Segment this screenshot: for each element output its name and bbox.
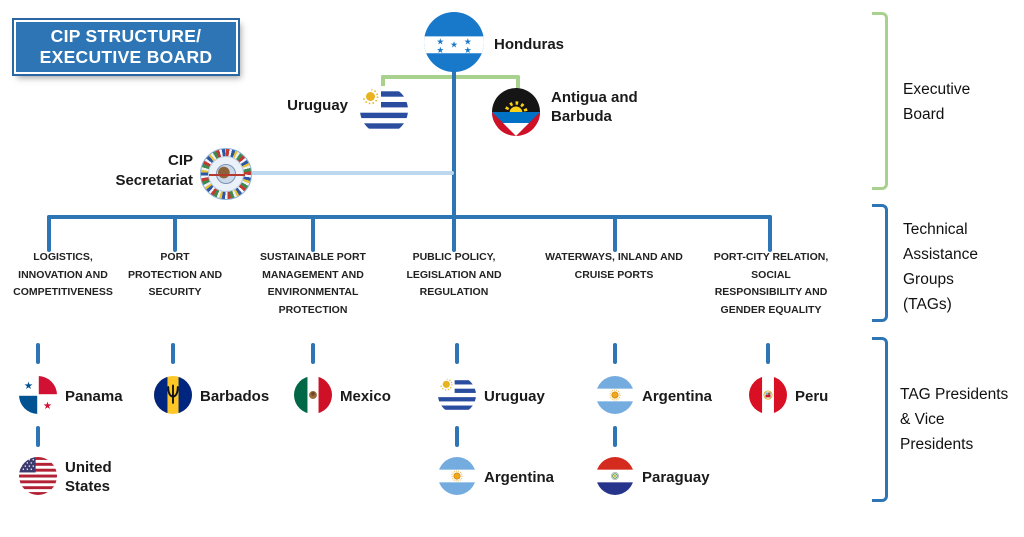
vice-label-argentina: Argentina (484, 469, 555, 486)
tag-rail-line (47, 215, 772, 219)
exec-branch-stub-right (516, 75, 520, 89)
mexico-flag-icon (294, 376, 332, 414)
tag-group-protection: PORT PROTECTION AND SECURITY (127, 251, 223, 298)
president-tick-1 (36, 343, 40, 364)
tag-drop-1 (47, 215, 51, 252)
tag-group-policy: PUBLIC POLICY, LEGISLATION AND REGULATIO… (406, 251, 502, 298)
tag-group-port-city: PORT-CITY RELATION, SOCIAL RESPONSIBILIT… (713, 251, 829, 316)
peru-flag-icon (749, 376, 787, 414)
main-trunk-line (452, 70, 456, 218)
tag-drop-3 (311, 215, 315, 252)
tag-group-sustainable: SUSTAINABLE PORT MANAGEMENT AND ENVIRONM… (260, 251, 366, 316)
exec-member-uruguay-label: Uruguay (287, 97, 348, 114)
svg-text:★: ★ (464, 46, 472, 56)
president-label-uruguay: Uruguay (484, 388, 545, 405)
secretariat-line (250, 171, 454, 175)
argentina-flag-icon (596, 376, 634, 414)
tag-group-waterways: WATERWAYS, INLAND AND CRUISE PORTS (545, 251, 683, 281)
uruguay-flag-icon (438, 376, 476, 414)
executive-board-bracket-label: Executive Board (903, 81, 971, 123)
united-states-flag-icon (19, 457, 57, 495)
president-tick-2 (171, 343, 175, 364)
president-label-barbados: Barbados (200, 388, 270, 405)
president-label-panama: Panama (65, 388, 123, 405)
tag-group-logistics: LOGISTICS, INNOVATION AND COMPETITIVENES… (13, 251, 113, 298)
honduras-flag-icon: ★ ★ ★ ★ ★ (424, 12, 484, 72)
tag-drop-4 (452, 215, 456, 252)
tag-drop-2 (173, 215, 177, 252)
uruguay-flag-icon (360, 86, 408, 134)
tag-drop-5 (613, 215, 617, 252)
exec-branch-line (381, 75, 520, 79)
secretariat-label: CIP Secretariat (115, 152, 193, 189)
svg-text:★: ★ (450, 41, 458, 51)
antigua-barbuda-flag-icon (492, 88, 540, 136)
barbados-flag-icon (154, 376, 192, 414)
svg-text:★: ★ (436, 38, 444, 48)
president-label-mexico: Mexico (340, 388, 391, 405)
tags-bracket (872, 204, 888, 322)
tags-bracket-label: Technical Assistance Groups (TAGs) (903, 221, 978, 313)
svg-text:★: ★ (24, 380, 33, 392)
president-tick-4 (455, 343, 459, 364)
tag-drop-6 (768, 215, 772, 252)
executive-board-bracket (872, 12, 888, 190)
exec-member-antigua-label: Antigua and Barbuda (551, 89, 638, 125)
exec-branch-stub-left (381, 75, 385, 89)
vice-tick-5 (613, 426, 617, 447)
page-title: CIP STRUCTURE/ EXECUTIVE BOARD (14, 20, 238, 74)
svg-text:★: ★ (436, 46, 444, 56)
seal-detail (209, 174, 245, 176)
president-tick-3 (311, 343, 315, 364)
vice-tick-1 (36, 426, 40, 447)
president-tick-5 (613, 343, 617, 364)
president-label-peru: Peru (795, 388, 829, 405)
argentina-flag-icon (438, 457, 476, 495)
svg-text:★: ★ (43, 400, 52, 412)
exec-president-label: Honduras (494, 36, 565, 53)
president-label-argentina: Argentina (642, 388, 713, 405)
president-tick-6 (766, 343, 770, 364)
vice-tick-4 (455, 426, 459, 447)
tag-presidents-bracket (872, 337, 888, 502)
cip-oas-seal-icon (200, 148, 252, 200)
panama-flag-icon: ★ ★ (19, 376, 57, 414)
paraguay-flag-icon (596, 457, 634, 495)
vice-label-paraguay: Paraguay (642, 469, 710, 486)
tag-presidents-bracket-label: TAG Presidents & Vice Presidents (900, 386, 1009, 453)
vice-label-united-states: United States (65, 459, 112, 495)
svg-text:★: ★ (464, 38, 472, 48)
